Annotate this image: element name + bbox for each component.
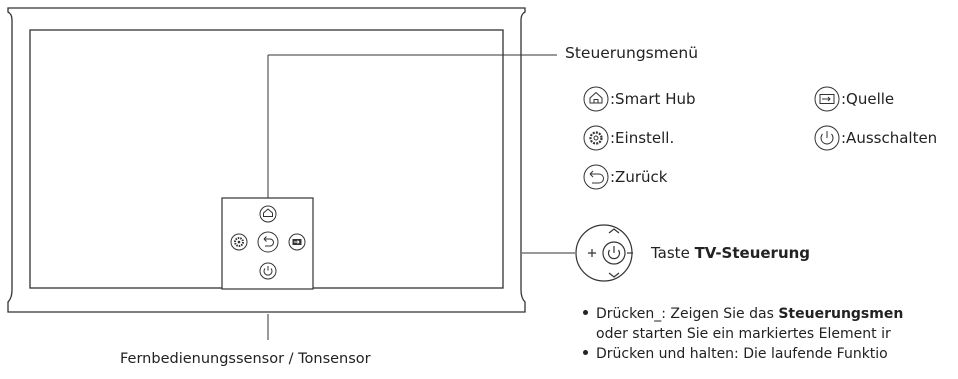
legend-source-icon [814, 86, 840, 112]
back-icon [257, 231, 279, 253]
legend-back-icon [583, 164, 609, 190]
settings-label: :Einstell. [610, 129, 675, 147]
source-icon [288, 233, 306, 251]
bullet-press-bold: Steuerungsmen [778, 306, 904, 322]
bullet-hold-text: Drücken und halten: Die laufende Funktio [596, 346, 888, 362]
tv-control-prefix: Taste [651, 244, 695, 262]
joystick-icon [575, 224, 633, 282]
power-icon [259, 262, 277, 280]
smart-hub-label: :Smart Hub [610, 90, 696, 108]
bullet-hold: Drücken und halten: Die laufende Funktio [583, 346, 888, 363]
back-label: :Zurück [610, 168, 668, 186]
bullet-press-cont: oder starten Sie ein markiertes Element … [596, 326, 891, 343]
legend-home-icon [583, 86, 609, 112]
legend-power-icon [814, 125, 840, 151]
tv-control-bold: TV-Steuerung [694, 244, 811, 262]
bullet-press-text: Drücken_: Zeigen Sie das [596, 306, 779, 322]
control-menu-title: Steuerungsmenü [565, 44, 699, 62]
leader-lines [267, 54, 575, 340]
bullet-press: Drücken_: Zeigen Sie das Steuerungsmen [583, 306, 903, 323]
power-off-label: :Ausschalten [841, 129, 938, 147]
sensor-label: Fernbedienungssensor / Tonsensor [120, 351, 371, 367]
control-menu-panel [221, 197, 314, 290]
tv-control-label: Taste TV-Steuerung [651, 244, 810, 262]
source-label: :Quelle [841, 90, 895, 108]
settings-icon [230, 233, 248, 251]
home-icon [259, 205, 277, 223]
bullet-press-cont-text: oder starten Sie ein markiertes Element … [596, 326, 891, 342]
legend-settings-icon [583, 125, 609, 151]
